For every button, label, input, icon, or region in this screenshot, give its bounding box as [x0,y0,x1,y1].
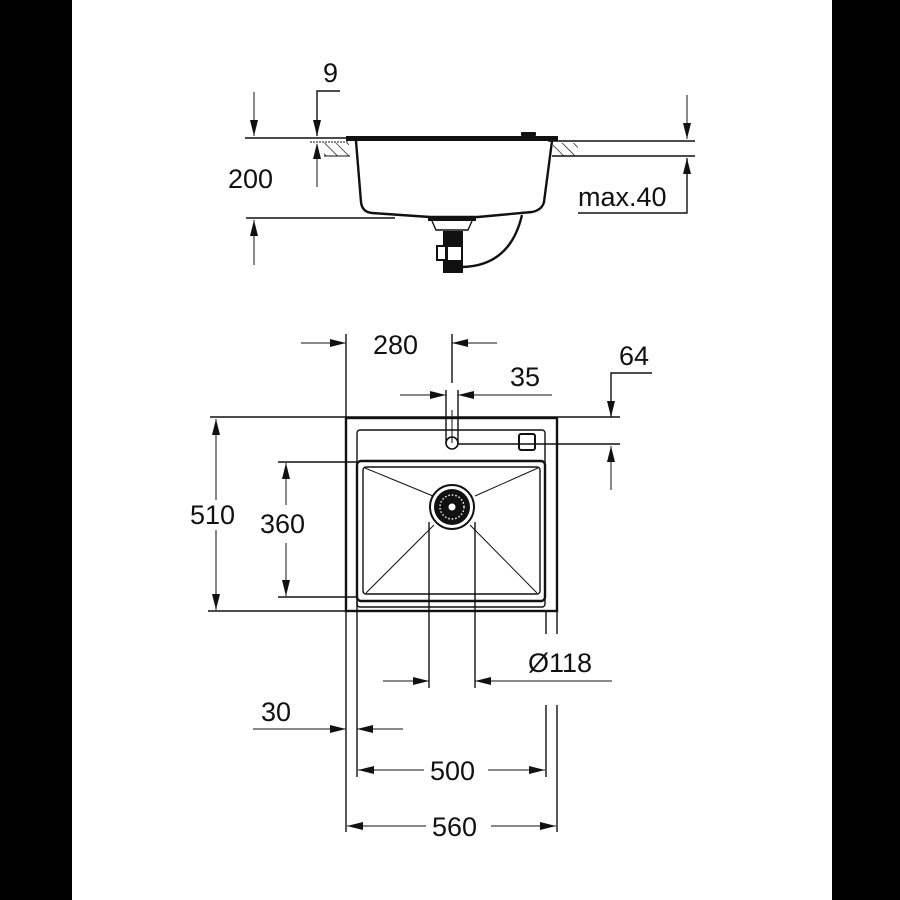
dimension-flange-9: 9 [313,58,340,187]
sink-bowl-floor [362,466,541,595]
label-bowl-width: 500 [430,756,475,786]
label-flange-thickness: 9 [323,58,338,88]
label-drain-diameter: Ø118 [528,648,592,678]
sink-bowl-profile [354,140,554,219]
label-depth: 200 [228,164,273,194]
label-countertop-thickness: max.40 [578,182,667,212]
overflow-button-top [518,433,536,451]
label-overall-width: 560 [432,812,477,842]
dimension-countertop-max40: max.40 [578,95,691,214]
drain-assembly [428,214,524,273]
label-bowl-depth: 360 [260,509,305,539]
sink-flange [346,136,558,141]
sink-bowl-rim [355,459,547,603]
dimension-bowl-depth-360: 360 [260,461,357,598]
dimension-drain-diameter-118: Ø118 [383,648,612,685]
dimension-depth-200: 200 [228,92,395,265]
label-rim-width: 30 [261,697,291,727]
extension-lines [345,522,558,832]
countertop-hatch-right [553,143,578,156]
label-overall-depth: 510 [190,500,235,530]
dimension-bowl-width-500: 500 [358,756,545,786]
dimension-overall-depth-510: 510 [190,419,346,612]
bowl-slope-lines [364,467,539,594]
side-view: 200 9 max.40 [228,58,695,273]
label-tap-from-back: 64 [619,341,649,371]
dimension-tap-offset-280: 280 [301,330,497,418]
label-tap-offset: 280 [373,330,418,360]
top-view: 280 35 64 510 [190,330,652,842]
dimension-overall-width-560: 560 [347,812,556,842]
dimension-tap-diameter-35: 35 [400,362,552,399]
countertop-hatch-left [324,143,350,157]
drawing-sheet [72,0,832,900]
tap-hole [445,390,459,450]
overflow-button [521,132,536,136]
dimension-rim-30: 30 [253,697,403,733]
drain-strainer [429,484,475,530]
dimension-tap-from-back-64: 64 [210,341,652,490]
label-tap-diameter: 35 [510,362,540,392]
